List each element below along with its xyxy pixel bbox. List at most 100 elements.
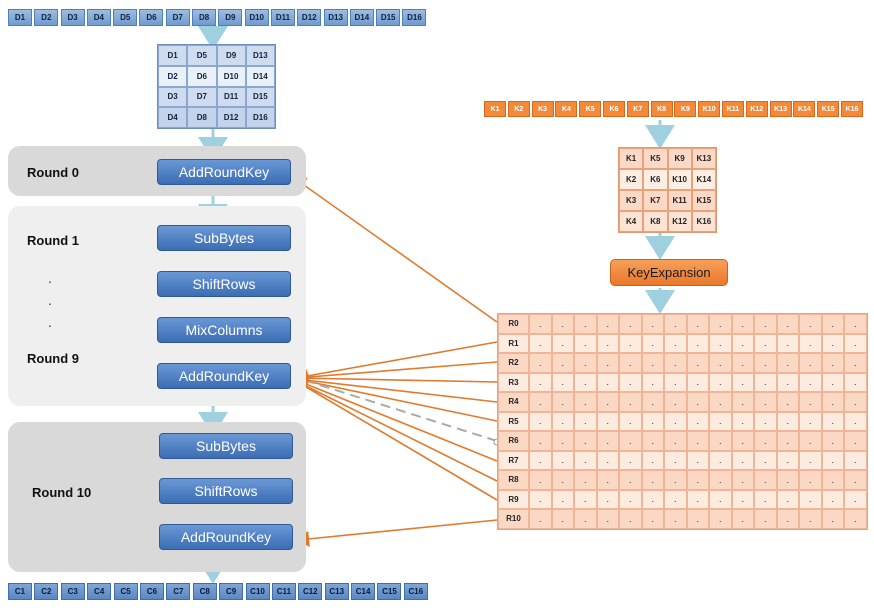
schedule-cell: .	[596, 470, 619, 490]
key-matrix-cell: K12	[667, 211, 692, 232]
schedule-cell: .	[844, 470, 867, 490]
addroundkey-step: AddRoundKey	[159, 524, 293, 550]
schedule-cell: .	[664, 372, 687, 392]
schedule-cell: .	[799, 509, 822, 529]
schedule-cell: .	[641, 450, 664, 470]
schedule-cell: .	[821, 411, 844, 431]
schedule-cell: .	[686, 489, 709, 509]
state-cell: D7	[187, 86, 217, 108]
schedule-cell: .	[731, 372, 754, 392]
schedule-cell: .	[641, 431, 664, 451]
schedule-cell: .	[529, 470, 552, 490]
schedule-cell: .	[709, 450, 732, 470]
schedule-cell: .	[641, 489, 664, 509]
state-cell: D12	[216, 107, 246, 128]
schedule-cell: .	[731, 509, 754, 529]
input-byte-cell: D13	[323, 9, 348, 26]
key-matrix-cell: K14	[691, 169, 716, 190]
key-byte-cell: K8	[650, 101, 673, 117]
input-byte-cell: D10	[244, 9, 269, 26]
schedule-cell: .	[574, 411, 597, 431]
schedule-cell: .	[686, 450, 709, 470]
schedule-cell: .	[709, 314, 732, 334]
round-key-label: R5	[498, 411, 529, 431]
schedule-cell: .	[686, 470, 709, 490]
schedule-cell: .	[754, 411, 777, 431]
schedule-cell: .	[776, 333, 799, 353]
input-byte-cell: D5	[113, 9, 138, 26]
schedule-cell: .	[709, 392, 732, 412]
schedule-cell: .	[529, 431, 552, 451]
schedule-cell: .	[731, 392, 754, 412]
schedule-cell: .	[709, 509, 732, 529]
schedule-cell: .	[529, 411, 552, 431]
subbytes-step: SubBytes	[157, 225, 291, 251]
schedule-cell: .	[529, 392, 552, 412]
input-byte-cell: D1	[8, 9, 32, 26]
schedule-cell: .	[709, 489, 732, 509]
key-byte-cell: K6	[602, 101, 625, 117]
key-matrix-cell: K1	[619, 148, 644, 169]
output-byte-cell: C2	[34, 583, 59, 600]
schedule-cell: .	[844, 314, 867, 334]
schedule-cell: .	[709, 411, 732, 431]
key-byte-cell: K13	[769, 101, 792, 117]
output-byte-cell: C1	[8, 583, 32, 600]
schedule-cell: .	[844, 450, 867, 470]
schedule-cell: .	[776, 314, 799, 334]
schedule-cell: .	[664, 392, 687, 412]
schedule-cell: .	[596, 431, 619, 451]
round-key-label: R8	[498, 470, 529, 490]
input-byte-cell: D9	[218, 9, 243, 26]
schedule-cell: .	[686, 314, 709, 334]
output-byte-cell: C8	[192, 583, 217, 600]
output-byte-cell: C13	[324, 583, 349, 600]
schedule-cell: .	[821, 450, 844, 470]
schedule-cell: .	[754, 333, 777, 353]
schedule-cell: .	[596, 314, 619, 334]
mixcolumns-step: MixColumns	[157, 317, 291, 343]
key-byte-cell: K1	[484, 101, 506, 117]
input-byte-cell: D4	[86, 9, 111, 26]
schedule-cell: .	[754, 353, 777, 373]
schedule-cell: .	[551, 372, 574, 392]
input-byte-cell: D16	[402, 9, 427, 26]
key-matrix-cell: K10	[667, 169, 692, 190]
addroundkey-step: AddRoundKey	[157, 159, 291, 185]
schedule-cell: .	[844, 333, 867, 353]
input-byte-cell: D8	[192, 9, 217, 26]
schedule-cell: .	[551, 314, 574, 334]
schedule-cell: .	[596, 372, 619, 392]
schedule-cell: .	[776, 411, 799, 431]
input-byte-cell: D6	[139, 9, 164, 26]
schedule-cell: .	[596, 450, 619, 470]
schedule-cell: .	[596, 509, 619, 529]
schedule-cell: .	[731, 450, 754, 470]
output-byte-cell: C14	[351, 583, 376, 600]
schedule-cell: .	[551, 392, 574, 412]
key-byte-cell: K12	[745, 101, 768, 117]
state-cell: D9	[216, 45, 246, 66]
state-cell: D16	[245, 107, 275, 128]
schedule-cell: .	[619, 431, 642, 451]
shiftrows-step: ShiftRows	[159, 478, 293, 504]
output-byte-cell: C12	[298, 583, 323, 600]
key-schedule-table: R0............... R1............... R2....…	[497, 313, 868, 530]
round-key-label: R1	[498, 333, 529, 353]
schedule-cell: .	[574, 470, 597, 490]
output-byte-cell: C11	[271, 583, 296, 600]
schedule-cell: .	[619, 411, 642, 431]
subbytes-step: SubBytes	[159, 433, 293, 459]
schedule-cell: .	[821, 333, 844, 353]
schedule-cell: .	[731, 470, 754, 490]
schedule-cell: .	[709, 431, 732, 451]
state-cell: D3	[158, 86, 188, 108]
key-byte-cell: K4	[555, 101, 578, 117]
state-cell: D10	[216, 65, 246, 87]
schedule-cell: .	[619, 314, 642, 334]
schedule-cell: .	[821, 431, 844, 451]
round-key-label: R2	[498, 353, 529, 373]
round-key-label: R0	[498, 314, 529, 334]
schedule-cell: .	[754, 314, 777, 334]
